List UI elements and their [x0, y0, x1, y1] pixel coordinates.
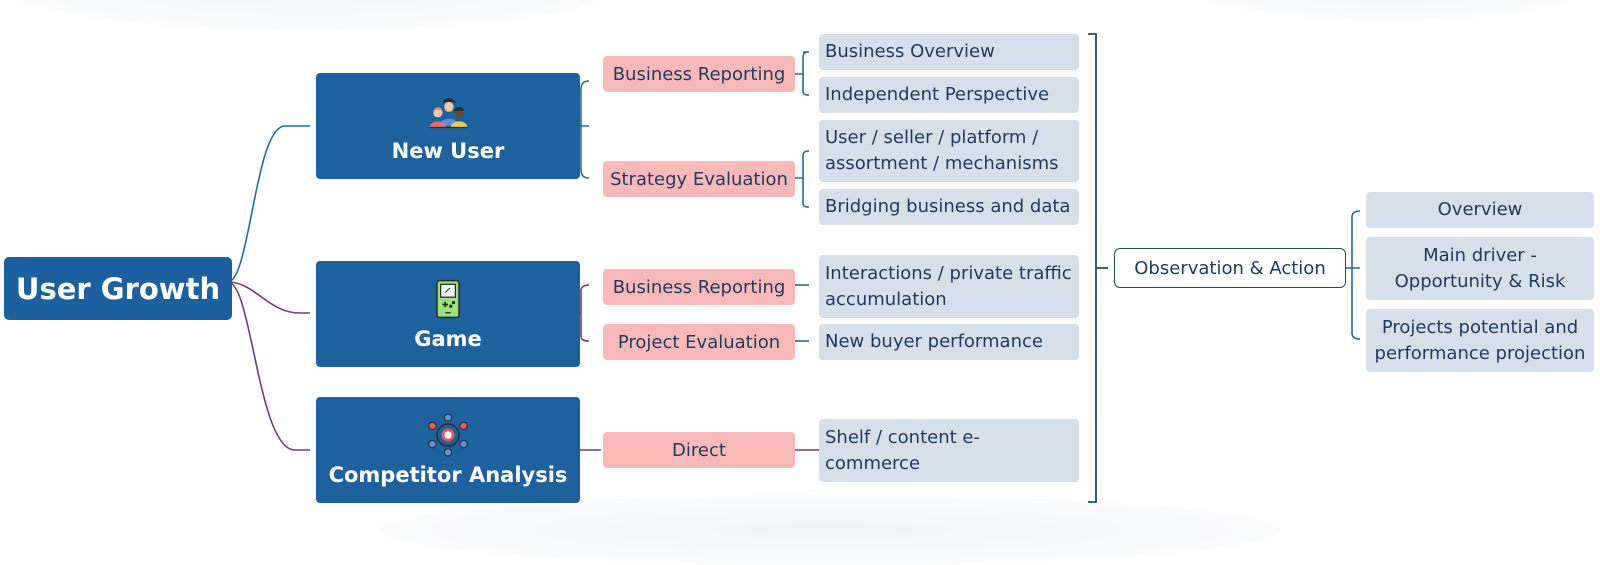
leaf-label: Independent Perspective — [825, 84, 1050, 105]
subtopic-label: Strategy Evaluation — [610, 168, 788, 190]
leaf-new-buyer-performance[interactable]: New buyer performance — [819, 324, 1079, 360]
branch-label: New User — [391, 139, 505, 163]
people-icon — [429, 98, 468, 129]
branch-label: Competitor Analysis — [328, 463, 568, 487]
subtopic-business-reporting-game[interactable]: Business Reporting — [603, 269, 795, 305]
link-reporting-leaves — [795, 51, 810, 96]
leaf-label: User / seller / platform / assortment / … — [825, 127, 1059, 174]
subtopic-project-evaluation[interactable]: Project Evaluation — [603, 324, 795, 360]
subtopic-label: Project Evaluation — [617, 331, 781, 353]
root-label: User Growth — [15, 271, 221, 306]
branch-label: Game — [414, 327, 482, 351]
link-root-competitor — [227, 281, 310, 451]
link-root-new-user — [227, 125, 310, 283]
item-label: Main driver - Opportunity & Risk — [1394, 244, 1566, 292]
subtopic-label: Direct — [672, 439, 726, 461]
item-main-driver[interactable]: Main driver - Opportunity & Risk — [1366, 237, 1594, 300]
connector-lines — [227, 33, 1361, 503]
link-observation-items — [1344, 210, 1361, 340]
network-icon — [428, 413, 468, 457]
leaf-shelf-content-ecommerce[interactable]: Shelf / content e-commerce — [819, 419, 1079, 482]
link-root-game — [227, 281, 310, 314]
item-overview[interactable]: Overview — [1366, 192, 1594, 228]
subtopic-strategy-evaluation[interactable]: Strategy Evaluation — [603, 161, 795, 197]
leaf-user-seller-platform[interactable]: User / seller / platform / assortment / … — [819, 120, 1079, 182]
leaf-label: Business Overview — [825, 41, 995, 62]
subtopic-business-reporting[interactable]: Business Reporting — [603, 56, 795, 92]
leaf-independent-perspective[interactable]: Independent Perspective — [819, 77, 1079, 113]
observation-label: Observation & Action — [1134, 257, 1326, 279]
summary-bracket — [1088, 33, 1108, 503]
subtopic-direct[interactable]: Direct — [603, 432, 795, 468]
item-label: Overview — [1437, 199, 1523, 220]
link-new-user-subs — [577, 80, 590, 179]
branch-new-user[interactable]: New User — [316, 73, 580, 179]
leaf-business-overview[interactable]: Business Overview — [819, 34, 1079, 70]
leaf-bridging-business-data[interactable]: Bridging business and data — [819, 189, 1079, 225]
leaf-label: Bridging business and data — [825, 196, 1071, 217]
leaf-label: Shelf / content e-commerce — [825, 426, 980, 474]
subtopic-label: Business Reporting — [612, 276, 786, 298]
item-projects-potential[interactable]: Projects potential and performance proje… — [1366, 309, 1594, 372]
leaf-label: Interactions / private traffic accumulat… — [825, 262, 1072, 310]
observation-action-node[interactable]: Observation & Action — [1114, 248, 1346, 288]
subtopic-label: Business Reporting — [612, 63, 786, 85]
branch-game[interactable]: Game — [316, 261, 580, 367]
gameboy-icon — [436, 279, 460, 319]
leaf-interactions-private-traffic[interactable]: Interactions / private traffic accumulat… — [819, 255, 1079, 318]
branch-competitor-analysis[interactable]: Competitor Analysis — [316, 397, 580, 503]
item-label: Projects potential and performance proje… — [1374, 316, 1586, 364]
root-node[interactable]: User Growth — [4, 257, 232, 320]
leaf-label: New buyer performance — [825, 331, 1043, 352]
link-strategy-leaves — [795, 150, 810, 208]
